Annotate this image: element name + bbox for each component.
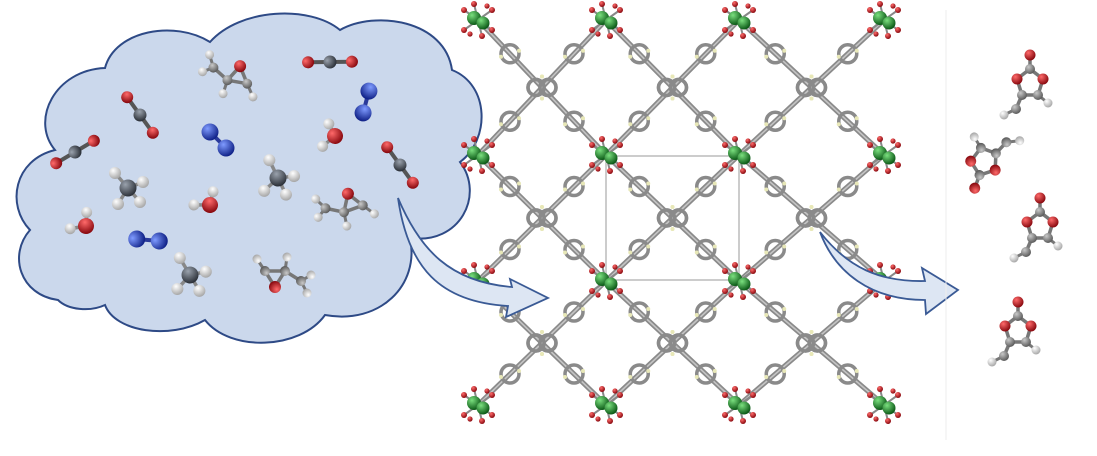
- gas-mixture-cloud: [15, 12, 483, 344]
- arrow-cloud-to-mof: [397, 197, 551, 319]
- mof-linkers: [475, 17, 887, 408]
- organic-linker: [475, 17, 609, 158]
- cyclic-carbonate-products: [949, 47, 1065, 369]
- propylene-carbonate-molecule: [985, 294, 1043, 369]
- organic-linker: [475, 152, 609, 284]
- propylene-carbonate-molecule: [1007, 190, 1065, 265]
- propylene-carbonate-molecule: [949, 118, 1028, 206]
- organic-linker: [603, 17, 742, 158]
- mof-crystal-lattice: [460, 0, 902, 425]
- unit-cell-box: [605, 155, 740, 281]
- propylene-carbonate-molecule: [997, 47, 1055, 122]
- arrow-mof-to-products: [819, 231, 960, 316]
- organic-linker: [475, 278, 609, 408]
